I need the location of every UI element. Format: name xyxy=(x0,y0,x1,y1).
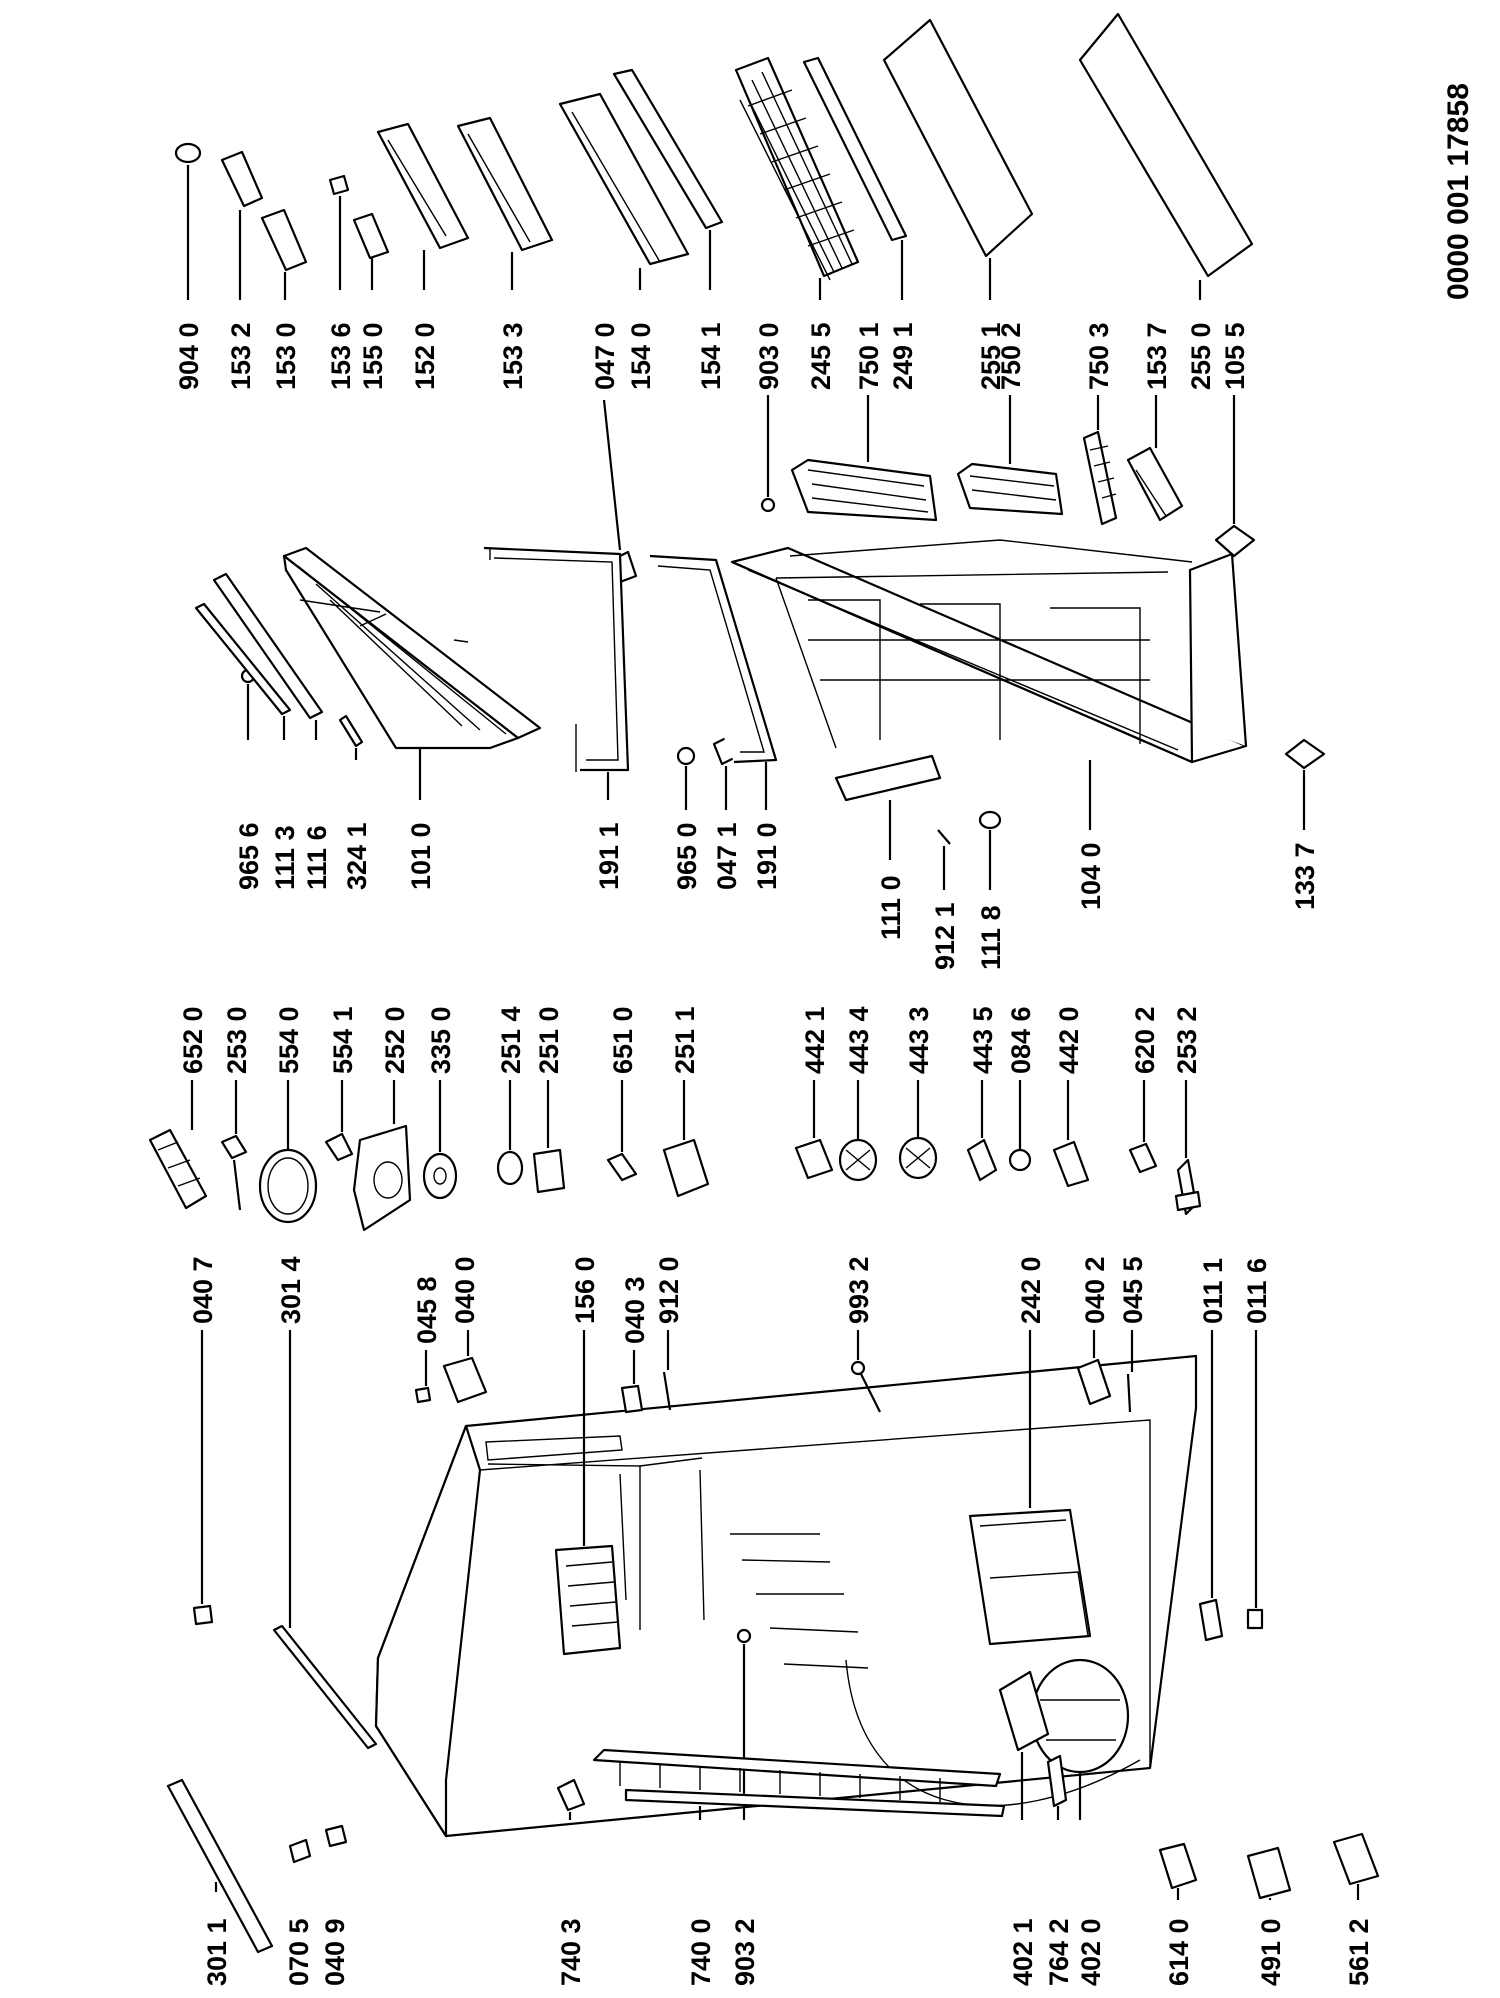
label-251-0: 251 0 xyxy=(534,1006,564,1074)
label-402-1: 402 1 xyxy=(1008,1918,1038,1986)
label-251-4: 251 4 xyxy=(496,1006,526,1074)
label-750-3: 750 3 xyxy=(1084,322,1114,390)
label-651-0: 651 0 xyxy=(608,1006,638,1074)
label-153-2: 153 2 xyxy=(226,322,256,390)
label-253-0: 253 0 xyxy=(222,1006,252,1074)
label-402-0: 402 0 xyxy=(1076,1918,1106,1986)
label-156-0: 156 0 xyxy=(570,1256,600,1324)
label-011-6: 011 6 xyxy=(1242,1258,1272,1324)
label-040-7: 040 7 xyxy=(188,1256,218,1324)
label-335-0: 335 0 xyxy=(426,1006,456,1074)
label-965-0: 965 0 xyxy=(672,822,702,890)
label-620-2: 620 2 xyxy=(1130,1006,1160,1074)
label-191-1: 191 1 xyxy=(594,822,624,890)
label-152-0: 152 0 xyxy=(410,322,440,390)
label-111-8: 111 8 xyxy=(976,905,1006,970)
label-242-0: 242 0 xyxy=(1016,1256,1046,1324)
label-111-6: 111 6 xyxy=(302,825,332,890)
label-443-4: 443 4 xyxy=(844,1006,874,1074)
label-324-1: 324 1 xyxy=(342,822,372,890)
label-249-1: 249 1 xyxy=(888,322,918,390)
label-101-0: 101 0 xyxy=(406,822,436,890)
label-561-2: 561 2 xyxy=(1344,1918,1374,1986)
label-442-1: 442 1 xyxy=(800,1006,830,1074)
label-070-5: 070 5 xyxy=(284,1918,314,1986)
label-245-5: 245 5 xyxy=(806,322,836,390)
label-104-0: 104 0 xyxy=(1076,842,1106,910)
label-750-1: 750 1 xyxy=(854,322,884,390)
label-904-0: 904 0 xyxy=(174,322,204,390)
label-443-5: 443 5 xyxy=(968,1006,998,1074)
label-740-0: 740 0 xyxy=(686,1918,716,1986)
label-040-3: 040 3 xyxy=(620,1276,650,1344)
label-045-5: 045 5 xyxy=(1118,1256,1148,1324)
label-301-4: 301 4 xyxy=(276,1256,306,1324)
doors-group xyxy=(194,539,1326,890)
label-903-0: 903 0 xyxy=(754,322,784,390)
label-045-8: 045 8 xyxy=(412,1276,442,1344)
part-labels: 904 0 153 2 153 0 153 6 155 0 152 0 153 … xyxy=(174,322,1374,1986)
label-903-2: 903 2 xyxy=(730,1918,760,1986)
label-040-9: 040 9 xyxy=(320,1918,350,1986)
label-047-0: 047 0 xyxy=(590,322,620,390)
control-parts-group xyxy=(148,1080,1202,1232)
label-011-1: 011 1 xyxy=(1198,1258,1228,1324)
label-047-1: 047 1 xyxy=(712,822,742,890)
label-105-5: 105 5 xyxy=(1220,322,1250,390)
label-253-2: 253 2 xyxy=(1172,1006,1202,1074)
cabinet-group xyxy=(166,1330,1380,1954)
label-251-1: 251 1 xyxy=(670,1006,700,1074)
label-153-6: 153 6 xyxy=(326,322,356,390)
label-750-2: 750 2 xyxy=(996,322,1026,390)
label-965-6: 965 6 xyxy=(234,822,264,890)
label-652-0: 652 0 xyxy=(178,1006,208,1074)
label-153-0: 153 0 xyxy=(271,322,301,390)
label-255-0: 255 0 xyxy=(1186,322,1216,390)
label-154-0: 154 0 xyxy=(626,322,656,390)
label-443-3: 443 3 xyxy=(904,1006,934,1074)
label-993-2: 993 2 xyxy=(844,1256,874,1324)
label-040-2: 040 2 xyxy=(1080,1256,1110,1324)
label-912-0: 912 0 xyxy=(654,1256,684,1324)
label-191-0: 191 0 xyxy=(752,822,782,890)
document-code: 0000 001 17858 xyxy=(1442,83,1475,300)
label-740-3: 740 3 xyxy=(556,1918,586,1986)
label-912-1: 912 1 xyxy=(930,902,960,970)
label-442-0: 442 0 xyxy=(1054,1006,1084,1074)
label-764-2: 764 2 xyxy=(1044,1918,1074,1986)
label-111-0: 111 0 xyxy=(876,875,906,940)
label-554-0: 554 0 xyxy=(274,1006,304,1074)
label-111-3: 111 3 xyxy=(270,825,300,890)
label-084-6: 084 6 xyxy=(1006,1006,1036,1074)
label-040-0: 040 0 xyxy=(450,1256,480,1324)
label-252-0: 252 0 xyxy=(380,1006,410,1074)
door-accessories-group xyxy=(174,12,1256,584)
label-614-0: 614 0 xyxy=(1164,1918,1194,1986)
label-491-0: 491 0 xyxy=(1256,1918,1286,1986)
label-301-1: 301 1 xyxy=(202,1918,232,1986)
label-153-7: 153 7 xyxy=(1142,322,1172,390)
label-255-1: 255 1 xyxy=(976,322,1006,390)
label-554-1: 554 1 xyxy=(328,1006,358,1074)
label-155-0: 155 0 xyxy=(358,322,388,390)
label-154-1: 154 1 xyxy=(696,322,726,390)
label-133-7: 133 7 xyxy=(1290,842,1320,910)
label-153-3: 153 3 xyxy=(498,322,528,390)
